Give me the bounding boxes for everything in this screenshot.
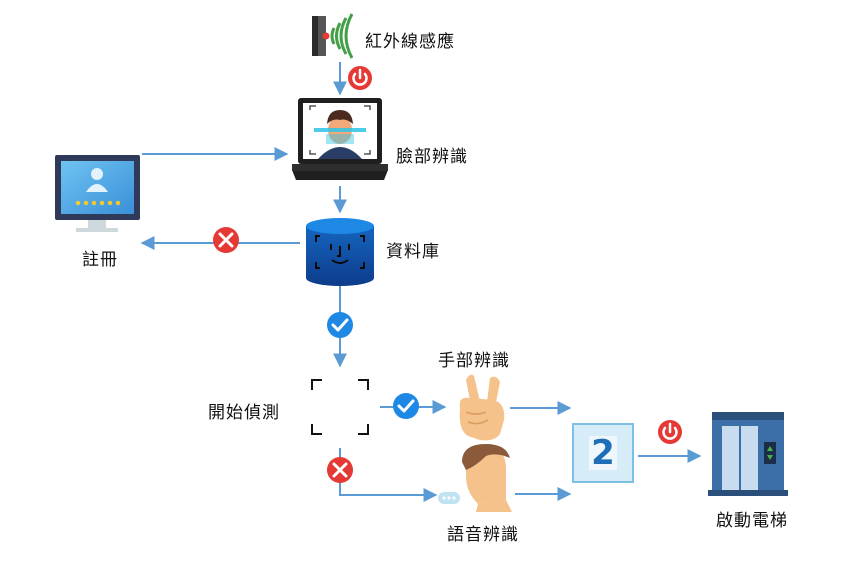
- label-start-elevator: 啟動電梯: [716, 511, 788, 531]
- cross-icon: [327, 457, 353, 483]
- elevator-icon: [708, 412, 788, 496]
- label-infrared-sensor: 紅外線感應: [365, 32, 455, 52]
- cross-icon: [213, 227, 239, 253]
- label-register: 註冊: [82, 250, 118, 270]
- label-hand-recognition: 手部辨識: [438, 351, 510, 371]
- check-icon: [327, 312, 353, 338]
- label-database: 資料庫: [386, 242, 440, 262]
- infrared-sensor-icon: [312, 13, 354, 59]
- label-face-recognition: 臉部辨識: [396, 147, 468, 167]
- database-face-icon: [306, 218, 374, 286]
- laptop-face-scan-icon: [292, 98, 388, 180]
- label-start-detection: 開始偵測: [208, 403, 280, 423]
- detection-frame-icon: [311, 379, 369, 435]
- label-voice-recognition: 語音辨識: [447, 525, 519, 545]
- arrow-detect-to-voice: [339, 448, 438, 502]
- register-monitor-icon: [55, 155, 140, 232]
- check-icon: [393, 393, 419, 419]
- power-icon: [658, 420, 682, 444]
- power-icon: [348, 66, 372, 90]
- victory-hand-icon: [459, 374, 505, 441]
- floor-number: 2: [591, 433, 615, 473]
- speaking-person-icon: [438, 444, 512, 512]
- floor-number-box: [572, 423, 634, 483]
